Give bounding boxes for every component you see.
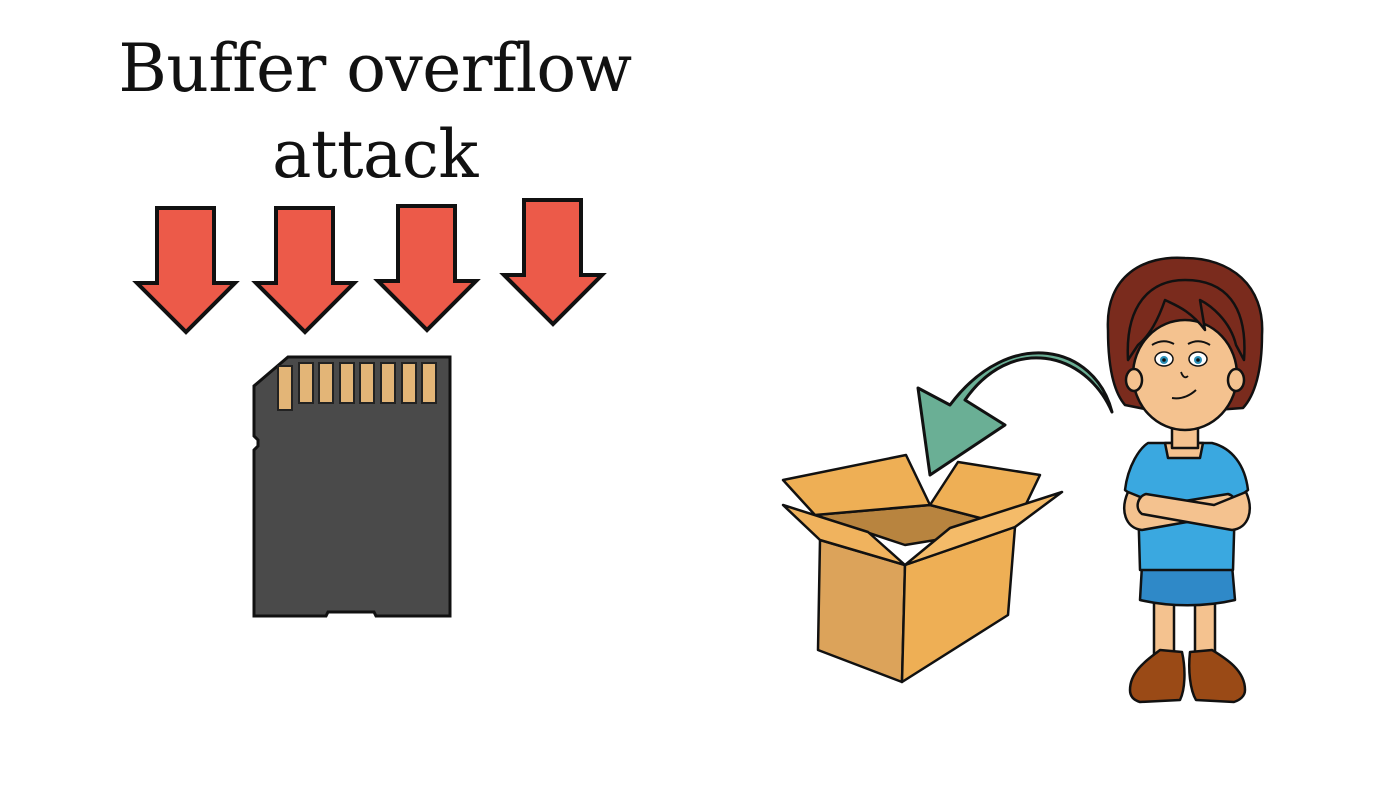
open-box-icon [781,453,1064,684]
down-arrow-icon [373,204,481,333]
title-line-2: attack [272,116,478,193]
sd-card-icon [252,355,452,618]
down-arrow-icon [251,206,359,335]
slide-title: Buffer overflow attack [60,26,690,198]
down-arrow-icon [132,206,240,335]
title-line-1: Buffer overflow [118,30,632,107]
curved-arrow-icon [916,351,1114,477]
girl-character-icon [1106,256,1264,704]
down-arrows-group [132,198,607,335]
down-arrow-icon [499,198,607,327]
